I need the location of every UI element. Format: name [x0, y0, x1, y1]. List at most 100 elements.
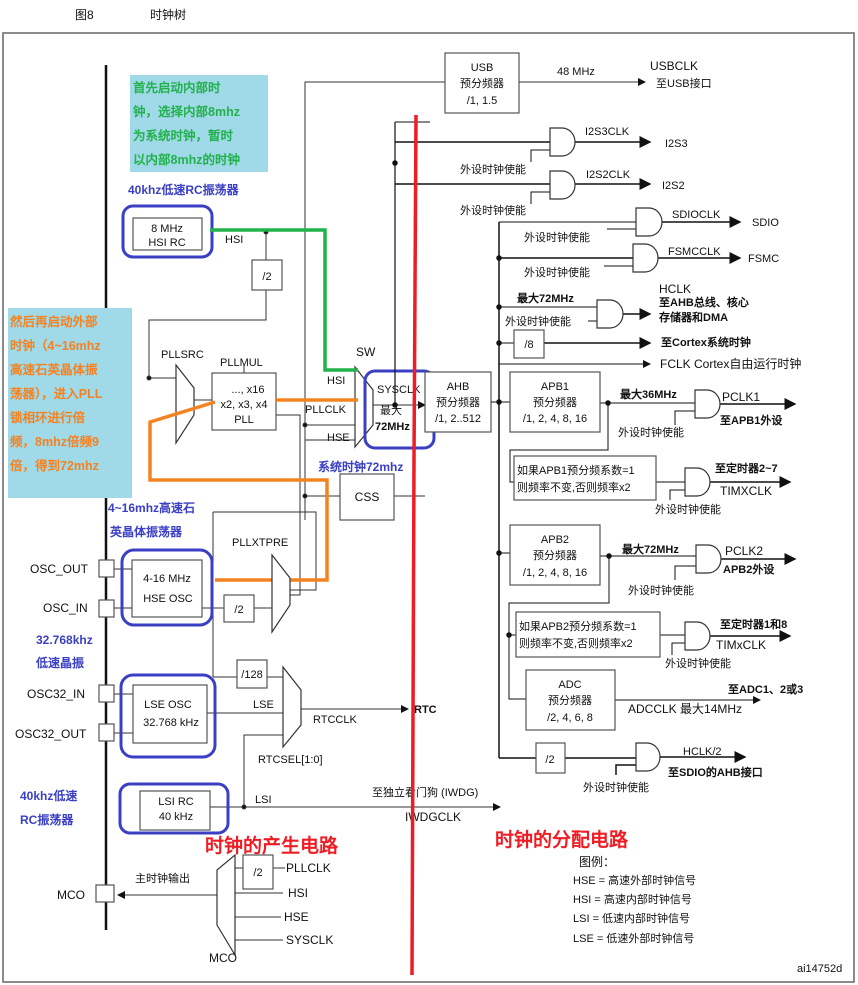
svg-text:AHB: AHB [447, 381, 470, 393]
apb1-max-label: 最大36MHz [620, 387, 677, 401]
fsmcclk-label: FSMCCLK [668, 246, 721, 258]
cortex-systick-label: 至Cortex系统时钟 [661, 335, 751, 349]
svg-text:HSE = 高速外部时钟信号: HSE = 高速外部时钟信号 [573, 873, 696, 887]
svg-text:预分频器: 预分频器 [436, 395, 480, 409]
timxclk-label: TIMXCLK [720, 484, 772, 498]
pclk2-label: PCLK2 [725, 544, 763, 558]
iwdg-label: 至独立看门狗 (IWDG) [372, 785, 478, 799]
apb2-prescaler: APB2 预分频器 /1, 2, 4, 8, 16 [509, 524, 601, 586]
svg-text:如果APB1预分频系数=1: 如果APB1预分频系数=1 [517, 463, 635, 477]
adc-dest-label: 至ADC1、2或3 [728, 682, 803, 696]
mco-input-pllclk: PLLCLK [286, 861, 331, 875]
pllxtpre-mux [271, 553, 291, 634]
svg-text:HSI RC: HSI RC [148, 237, 185, 249]
css-block: CSS [339, 473, 395, 521]
svg-text:如果APB2预分频系数=1: 如果APB2预分频系数=1 [519, 619, 637, 633]
svg-text:预分频器: 预分频器 [533, 548, 577, 562]
apb1-prescaler: APB1 预分频器 /1, 2, 4, 8, 16 [509, 371, 601, 433]
svg-text:/2: /2 [262, 271, 271, 283]
svg-text:PLL: PLL [234, 414, 254, 426]
pclk1-enable-label: 外设时钟使能 [618, 425, 684, 439]
lse-wire-label: LSE [253, 699, 274, 711]
i2s2clk-label: I2S2CLK [586, 169, 631, 181]
rtcclk-label: RTCCLK [313, 714, 357, 726]
lse-annotation-2: 低速晶振 [35, 655, 84, 670]
i2s3-enable-label: 外设时钟使能 [460, 162, 526, 176]
osc32-out-pin-label: OSC32_OUT [15, 727, 87, 741]
rtc-label: RTC [414, 704, 437, 716]
generation-wires [114, 78, 646, 941]
mco-input-sysclk: SYSCLK [286, 933, 333, 947]
svg-text:荡器），进入PLL: 荡器），进入PLL [10, 386, 103, 401]
svg-text:HSE OSC: HSE OSC [143, 593, 193, 605]
osc32-out-pin [98, 723, 115, 742]
svg-text:APB2: APB2 [541, 534, 569, 546]
svg-text:..., x16: ..., x16 [231, 384, 264, 396]
and-gates [549, 127, 722, 772]
i2s3-label: I2S3 [665, 138, 688, 150]
svg-text:LSE = 低速外部时钟信号: LSE = 低速外部时钟信号 [573, 931, 694, 945]
fclk-label: FCLK Cortex自由运行时钟 [660, 356, 801, 371]
svg-text:HSI = 高速内部时钟信号: HSI = 高速内部时钟信号 [573, 892, 692, 906]
hclk-max-label: 最大72MHz [517, 291, 574, 305]
hse-annotation-1: 4~16mhz高速石 [108, 500, 195, 515]
mco-input-hsi: HSI [288, 886, 308, 900]
rtcsel-mux [282, 665, 302, 749]
figure-number: 图8 [75, 8, 94, 22]
hclk-gate [596, 299, 624, 329]
usbclk-label: USBCLK [650, 59, 698, 73]
svg-text:USB: USB [471, 62, 494, 74]
distribution-circuit-title: 时钟的分配电路 [495, 828, 629, 851]
svg-text:8 MHz: 8 MHz [151, 223, 183, 235]
cortex-div8: /8 [513, 329, 545, 359]
svg-text:则频率不变,否则频率x2: 则频率不变,否则频率x2 [517, 480, 631, 494]
hse-oscillator: 4-16 MHz HSE OSC [131, 559, 203, 618]
tim18-dest-label: 至定时器1和8 [720, 617, 787, 631]
sw-pllclk-label: PLLCLK [305, 404, 347, 416]
fsmc-label: FSMC [748, 253, 779, 265]
i2s3clk-label: I2S3CLK [585, 126, 630, 138]
apb1-timer-multiplier: 如果APB1预分频系数=1 则频率不变,否则频率x2 [513, 455, 657, 501]
lse-annotation-1: 32.768khz [36, 633, 93, 647]
svg-text:然后再启动外部: 然后再启动外部 [10, 314, 98, 329]
pll-note: 然后再启动外部 时钟（4~16mhz 高速石英晶体振 荡器），进入PLL 锁相环… [8, 308, 132, 498]
sdio-enable-label: 外设时钟使能 [524, 230, 590, 244]
svg-text:/2, 4, 6, 8: /2, 4, 6, 8 [547, 712, 593, 724]
mco-pin [95, 884, 115, 903]
svg-text:/2: /2 [234, 604, 243, 616]
svg-text:40 kHz: 40 kHz [159, 811, 193, 823]
usb-freq-label: 48 MHz [557, 66, 595, 78]
hsi-div2: /2 [251, 259, 283, 291]
osc32-in-pin-label: OSC32_IN [27, 687, 85, 701]
svg-text:高速石英晶体振: 高速石英晶体振 [10, 362, 98, 377]
legend: 图例： HSE = 高速外部时钟信号 HSI = 高速内部时钟信号 LSI = … [573, 855, 696, 945]
generation-circuit-title: 时钟的产生电路 [205, 834, 339, 857]
hclk-enable-label: 外设时钟使能 [505, 314, 571, 328]
svg-text:APB1: APB1 [541, 381, 569, 393]
tim27-enable-label: 外设时钟使能 [655, 502, 721, 516]
apb2-timer-multiplier: 如果APB2预分频系数=1 则频率不变,否则频率x2 [515, 611, 661, 658]
pclk2-gate [695, 544, 722, 574]
mco-mux [216, 853, 236, 958]
svg-text:/1, 2, 4, 8, 16: /1, 2, 4, 8, 16 [523, 567, 587, 579]
svg-text:则频率不变,否则频率x2: 则频率不变,否则频率x2 [519, 636, 633, 650]
sdioclk-label: SDIOCLK [672, 209, 721, 221]
hclk-label: HCLK [659, 282, 691, 296]
svg-text:频，8mhz倍频9: 频，8mhz倍频9 [10, 434, 99, 449]
i2s2-enable-label: 外设时钟使能 [460, 203, 526, 217]
svg-text:/8: /8 [524, 339, 533, 351]
svg-text:32.768 kHz: 32.768 kHz [143, 717, 199, 729]
apb2-dest-label: APB2外设 [723, 562, 775, 576]
distribution-wires [392, 121, 797, 775]
svg-text:LSE OSC: LSE OSC [144, 699, 192, 711]
usb-prescaler: USB 预分频器 /1, 1.5 [444, 52, 520, 114]
svg-text:/2: /2 [253, 867, 262, 879]
mco-pin-label: MCO [57, 888, 85, 902]
svg-text:/1, 1.5: /1, 1.5 [467, 95, 498, 107]
svg-text:/1, 2..512: /1, 2..512 [435, 413, 481, 425]
svg-text:ADC: ADC [558, 679, 581, 691]
svg-text:倍，得到72mhz: 倍，得到72mhz [10, 458, 99, 473]
pll-multiplier: ..., x16 x2, x3, x4 PLL [211, 372, 277, 431]
hse-div128: /128 [236, 659, 268, 689]
apb2-max-label: 最大72MHz [622, 542, 679, 556]
